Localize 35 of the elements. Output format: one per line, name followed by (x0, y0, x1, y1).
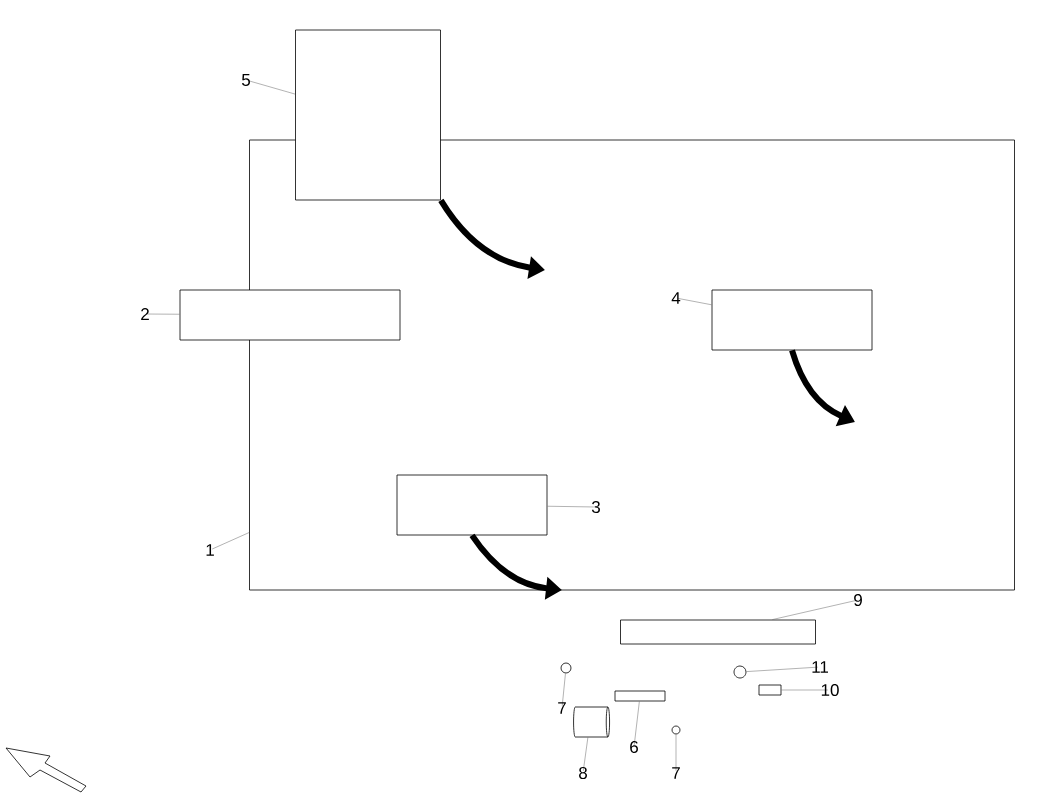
part-box (758, 684, 782, 696)
callout-number: 4 (671, 292, 681, 304)
leader-line (146, 313, 180, 315)
callout-number: 9 (854, 594, 862, 607)
callout-number: 5 (241, 74, 250, 86)
leader-line (211, 532, 250, 550)
ring-drawing (671, 725, 681, 735)
callout-number: 3 (591, 501, 600, 514)
leader-line (562, 673, 566, 707)
part-box (711, 289, 873, 351)
part-box (614, 690, 666, 702)
rail-drawing (620, 619, 816, 645)
leader-line (583, 737, 589, 772)
callout-number: 10 (821, 684, 839, 697)
callout-number: 7 (558, 702, 566, 714)
part-box (396, 474, 548, 536)
leader-line (746, 666, 819, 672)
leader-line (634, 701, 640, 746)
leader-line (677, 298, 712, 306)
leader-line (781, 689, 829, 691)
leader-line (247, 80, 296, 95)
callout-number: 2 (141, 308, 149, 320)
part-box (179, 289, 401, 341)
callout-number: 8 (579, 767, 587, 780)
ring-drawing (560, 662, 572, 674)
roller-drawing (573, 706, 610, 738)
leader-line (675, 734, 677, 772)
leader-line (772, 600, 857, 620)
part-box (295, 29, 441, 201)
callout-number: 6 (630, 741, 638, 754)
callout-number: 7 (672, 767, 680, 779)
callout-number: 11 (812, 661, 828, 673)
leader-line (547, 505, 595, 508)
callout-number: 1 (206, 544, 214, 556)
ring-drawing (733, 665, 747, 679)
